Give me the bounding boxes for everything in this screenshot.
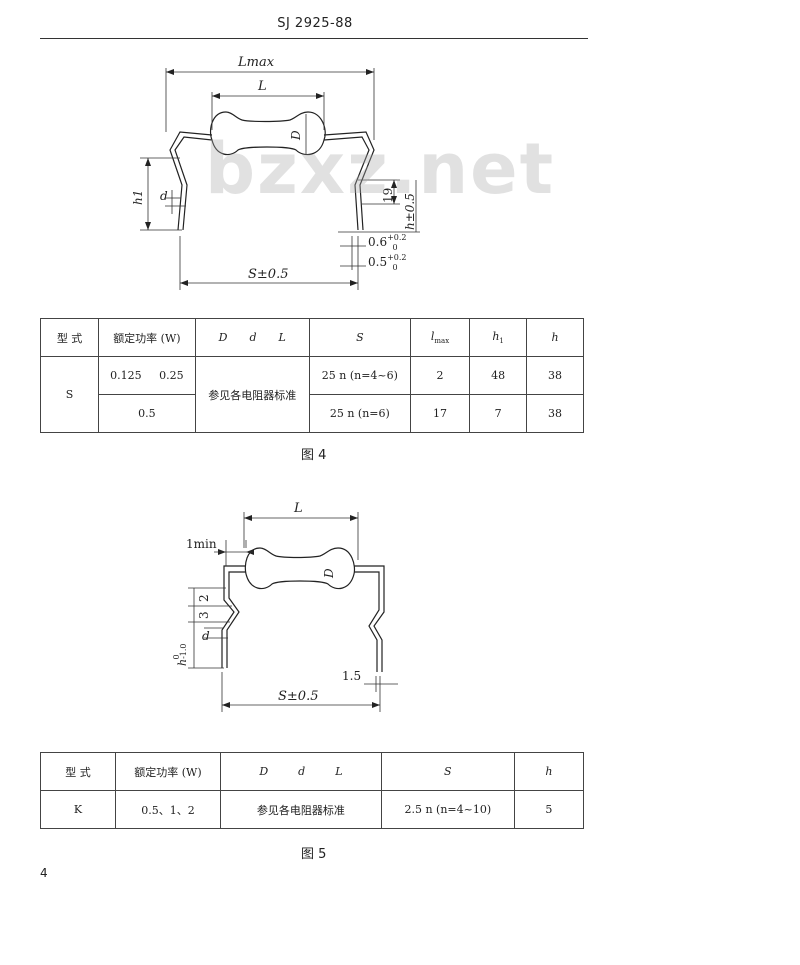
label-d-body-k: D: [322, 568, 336, 579]
cell-h1-r2: 7: [469, 394, 528, 433]
label-s-tol-k: S±0.5: [278, 689, 318, 704]
label-l: L: [257, 79, 267, 94]
hdr-s: S: [308, 318, 411, 357]
label-h1: h1: [131, 190, 145, 205]
cell-ddl: 参见各电阻器标准: [194, 356, 310, 433]
resistor-body-k: [244, 547, 356, 590]
cell-s-r1: 25 n (n=4~6): [308, 356, 411, 395]
label-1min: 1min: [186, 537, 217, 551]
label-h-tol: h±0.5: [403, 193, 417, 230]
k-hdr-h: h: [513, 752, 585, 791]
label-lmax: Lmax: [237, 55, 275, 70]
cell-h-r2: 38: [526, 394, 584, 433]
label-d-lead-k: d: [202, 629, 210, 643]
label-d-lead: d: [160, 189, 168, 203]
cell-s-r2: 25 n (n=6): [308, 394, 411, 433]
cell-power-r1: 0.125 0.25: [98, 356, 196, 395]
k-hdr-s: S: [380, 752, 515, 791]
label-l-k: L: [293, 501, 303, 516]
label-h-tol-k: h-1.00: [172, 643, 189, 666]
label-3: 3: [197, 611, 211, 619]
cell-power-r2: 0.5: [98, 394, 196, 433]
figure5-drawing: L 1min D 2 3 d h-1.00 1.5 S±0.5: [172, 501, 398, 712]
label-s-tol: S±0.5: [248, 267, 288, 282]
k-cell-s: 2.5 n (n=4~10): [380, 790, 515, 829]
k-cell-ddl: 参见各电阻器标准: [219, 790, 382, 829]
cell-lmax-r2: 17: [409, 394, 471, 433]
cell-h1-r1: 48: [469, 356, 528, 395]
k-hdr-power: 额定功率 (W): [114, 752, 221, 791]
hdr-power: 额定功率 (W): [98, 318, 196, 357]
page-number: 4: [40, 866, 48, 880]
cell-lmax-r1: 2: [409, 356, 471, 395]
label-d-body: D: [289, 130, 303, 141]
hdr-type: 型 式: [39, 318, 100, 357]
label-19: 19: [381, 188, 395, 203]
label-15: 1.5: [342, 669, 361, 683]
k-cell-h: 5: [513, 790, 585, 829]
cell-h-r1: 38: [526, 356, 584, 395]
watermark: bzxz.net: [205, 128, 556, 210]
label-2: 2: [197, 594, 211, 602]
document-header: SJ 2925-88: [277, 16, 353, 31]
hdr-lmax: lmax: [409, 318, 471, 357]
k-cell-power: 0.5、1、2: [114, 790, 221, 829]
figure4-caption: 图 4: [301, 448, 327, 463]
k-hdr-type: 型 式: [40, 752, 116, 791]
k-cell-type: K: [40, 790, 116, 829]
figure5-caption: 图 5: [301, 847, 327, 862]
hdr-h: h: [526, 318, 584, 357]
hdr-h1: h1: [469, 318, 528, 357]
header-rule: [40, 38, 588, 39]
cell-type-s: S: [39, 356, 100, 433]
